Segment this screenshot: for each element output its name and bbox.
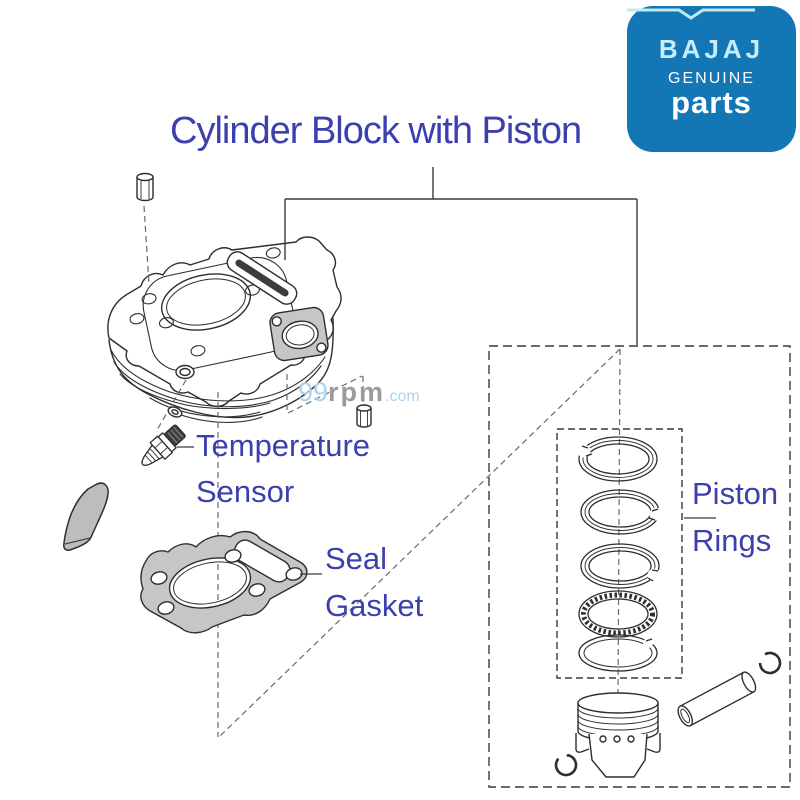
head-gasket-drawing: [140, 530, 308, 634]
seal-gasket-label-line1: Seal: [325, 541, 388, 576]
gudgeon-pin-drawing: [677, 671, 757, 727]
rubber-boot-drawing: [63, 482, 109, 551]
cylinder-block-drawing: [107, 236, 342, 424]
callout-bracket-lines: [284, 167, 638, 345]
watermark: 99rpm.com: [298, 379, 420, 406]
piston-rings-label-line2: Rings: [692, 523, 772, 558]
watermark-suffix: .com: [385, 388, 420, 405]
parts-group-box: [488, 345, 791, 788]
logo-brand-text: BAJAJ: [658, 34, 765, 64]
circlip-right-drawing: [758, 651, 782, 675]
oil-expander-ring: [578, 590, 658, 638]
label-leader-lines: [177, 446, 716, 575]
piston-rings-label-line1: Piston: [692, 476, 779, 511]
dowel-pin-top-drawing: [136, 172, 154, 202]
piston-ring-2: [580, 489, 663, 535]
seal-gasket-label-line2: Gasket: [325, 588, 424, 623]
piston-ring-1: [577, 436, 658, 482]
exhaust-flange-gasket-drawing: [269, 306, 329, 362]
logo-genuine-text: GENUINE: [668, 70, 755, 87]
circlip-left-drawing: [554, 753, 578, 777]
piston-ring-5: [578, 634, 658, 672]
bajaj-genuine-parts-logo: BAJAJ GENUINE parts: [627, 6, 796, 152]
piston-drawing: [575, 692, 661, 778]
sensor-washer-drawing: [167, 406, 183, 418]
watermark-prefix: 99: [298, 377, 329, 407]
logo-parts-text: parts: [671, 85, 752, 120]
logo-underline-icon: [627, 8, 755, 20]
piston-ring-3: [580, 543, 661, 589]
temperature-sensor-label-line1: Temperature: [196, 428, 371, 463]
page-title: Cylinder Block with Piston: [170, 110, 582, 152]
piston-rings-box: [556, 428, 683, 679]
dowel-pin-mid-drawing: [356, 404, 372, 428]
temperature-sensor-drawing: [141, 424, 186, 466]
watermark-mid: rpm: [328, 377, 386, 407]
piston-rings-drawing: [577, 436, 663, 672]
temperature-sensor-label-line2: Sensor: [196, 474, 295, 509]
